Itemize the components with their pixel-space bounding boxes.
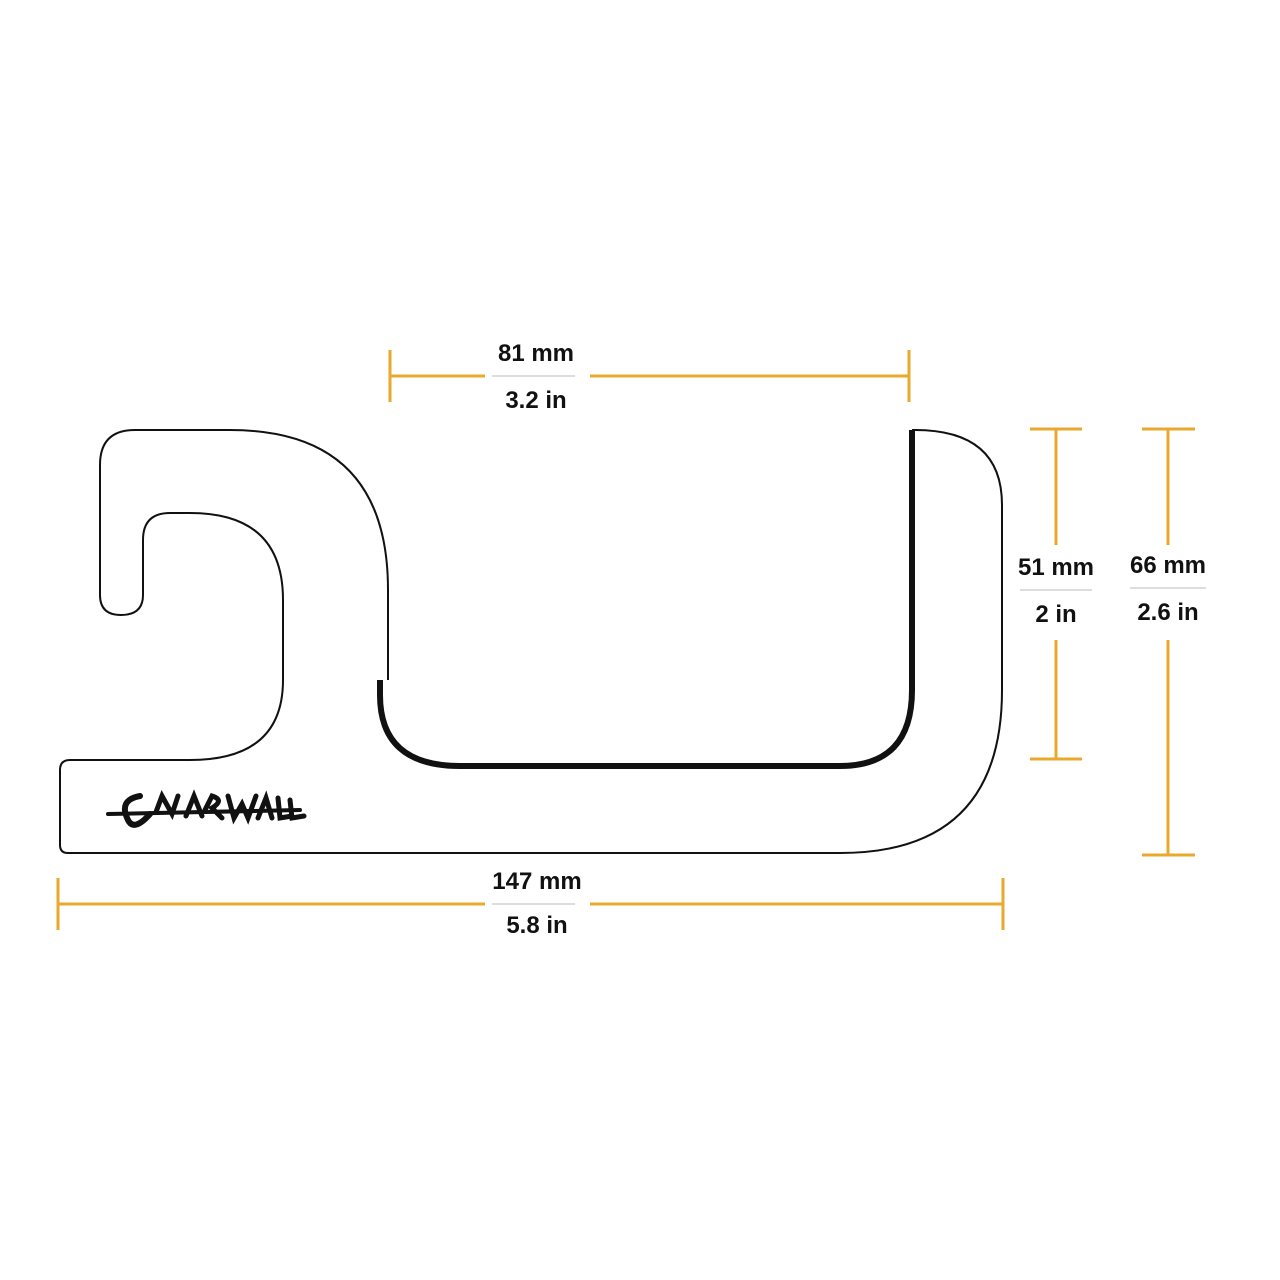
cavity-width-in-label: 3.2 in <box>505 387 567 414</box>
dimension-lines <box>56 350 1195 930</box>
inner-height-mm-label: 51 mm <box>1017 554 1095 581</box>
hook-outline <box>59 429 1003 854</box>
total-width-mm-label: 147 mm <box>492 868 582 895</box>
label-dividers <box>492 375 1206 905</box>
board-slot-liner <box>377 430 915 769</box>
total-height-in-label: 2.6 in <box>1137 599 1199 626</box>
total-width-in-label: 5.8 in <box>506 912 568 939</box>
gnarwall-logo <box>106 789 307 828</box>
total-height-mm-label: 66 mm <box>1129 552 1207 579</box>
cavity-width-mm-label: 81 mm <box>497 340 575 367</box>
inner-height-in-label: 2 in <box>1035 601 1077 628</box>
